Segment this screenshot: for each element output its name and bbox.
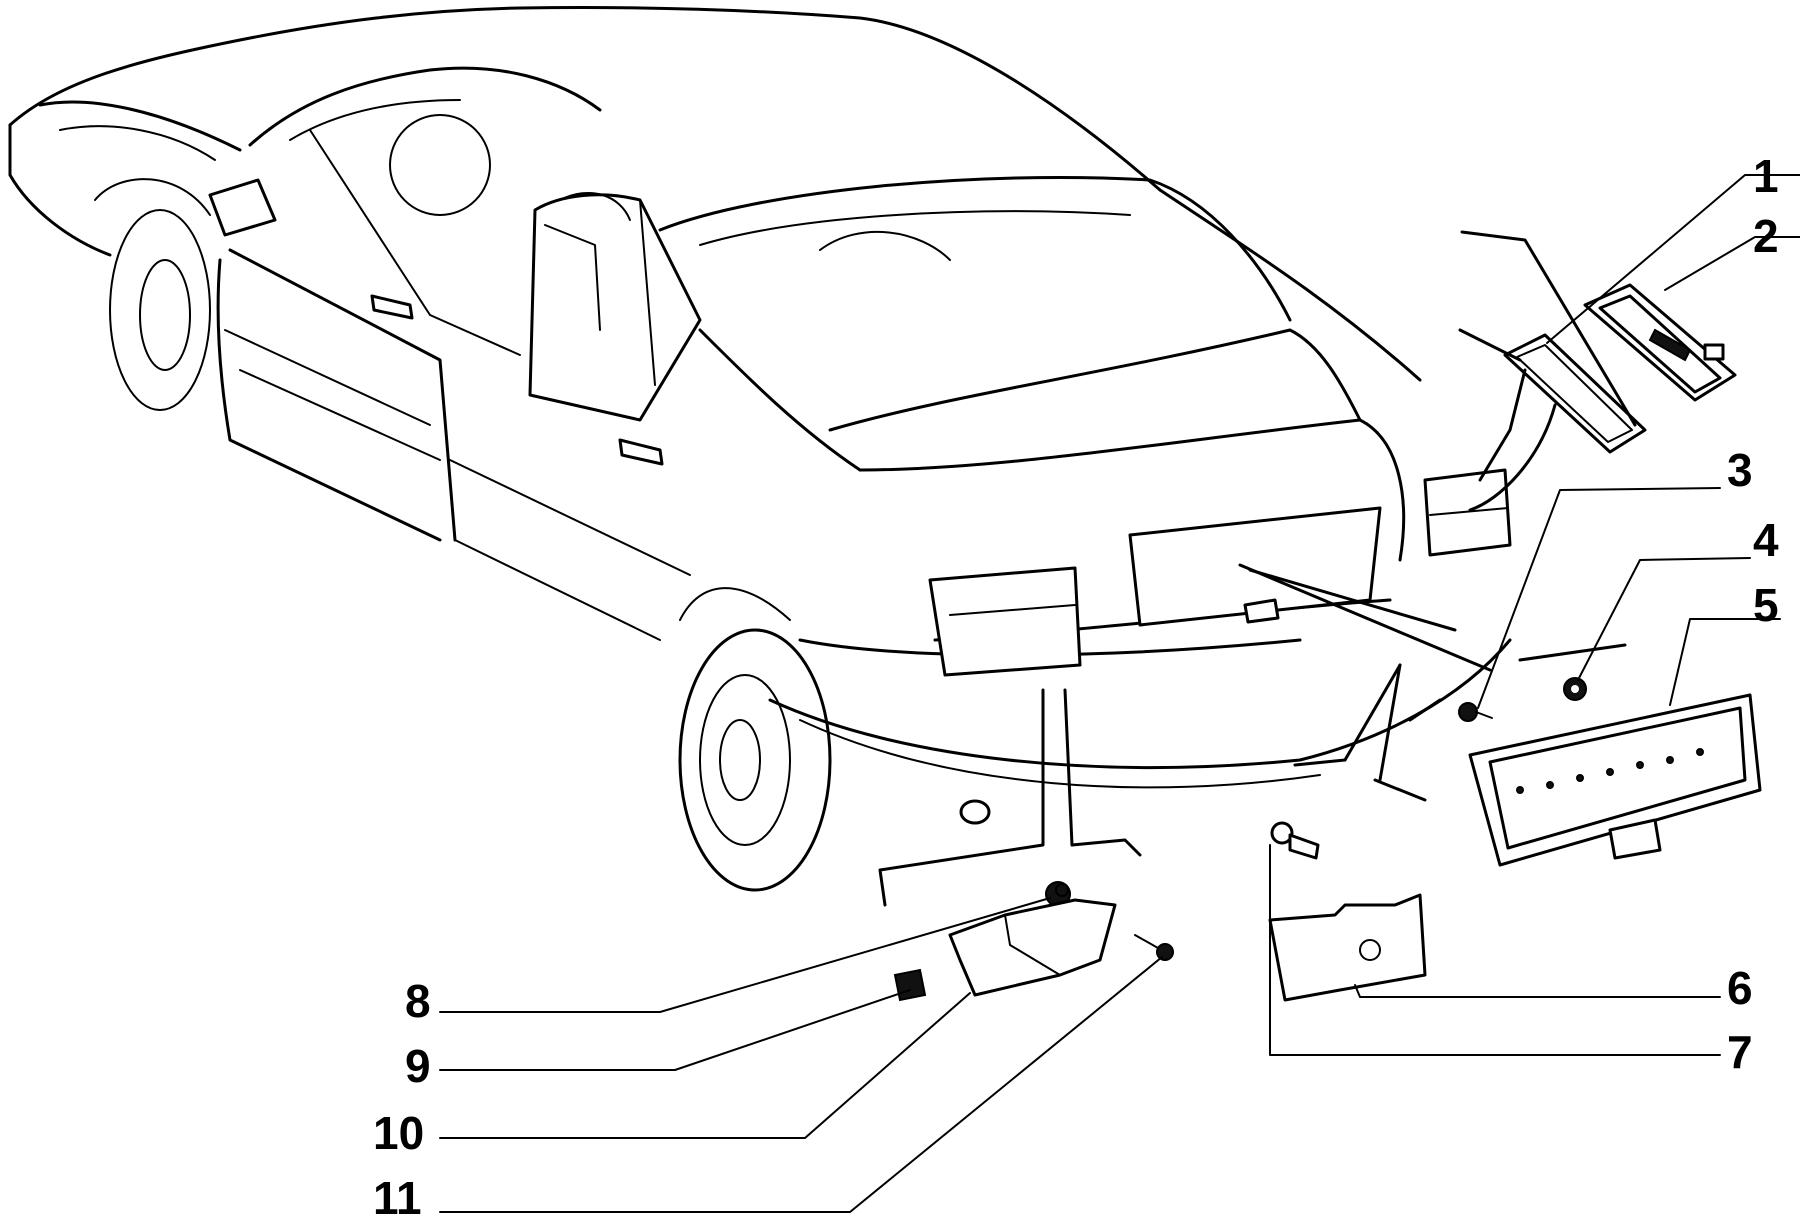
leader-lines bbox=[439, 174, 1800, 1213]
callout-4: 4 bbox=[1753, 514, 1779, 566]
callout-7: 7 bbox=[1727, 1026, 1753, 1078]
callout-11: 11 bbox=[373, 1172, 422, 1219]
part-6-cover-plate bbox=[1268, 893, 1427, 1002]
callout-10: 10 bbox=[373, 1107, 424, 1159]
part-9-grommet bbox=[893, 968, 927, 1002]
callout-8: 8 bbox=[405, 975, 431, 1027]
part-7-push-fastener bbox=[1270, 821, 1320, 860]
callout-9: 9 bbox=[405, 1040, 431, 1092]
part-4-nut bbox=[1563, 677, 1587, 701]
car-illustration bbox=[8, 5, 1512, 892]
callout-5: 5 bbox=[1753, 579, 1779, 631]
part-5-plate-frame bbox=[1468, 693, 1762, 867]
part-11-screw bbox=[1134, 934, 1174, 961]
callout-6: 6 bbox=[1727, 962, 1753, 1014]
part-2-lamp-housing bbox=[1583, 283, 1737, 402]
callout-3: 3 bbox=[1727, 444, 1753, 496]
part-3-screw bbox=[1458, 702, 1493, 722]
callout-2: 2 bbox=[1753, 210, 1779, 262]
part-1-gasket bbox=[1503, 333, 1647, 454]
callout-1: 1 bbox=[1753, 150, 1779, 202]
part-10-lamp-lens bbox=[948, 898, 1117, 997]
callout-labels: 1 2 3 4 5 6 7 8 9 10 11 bbox=[373, 150, 1779, 1219]
